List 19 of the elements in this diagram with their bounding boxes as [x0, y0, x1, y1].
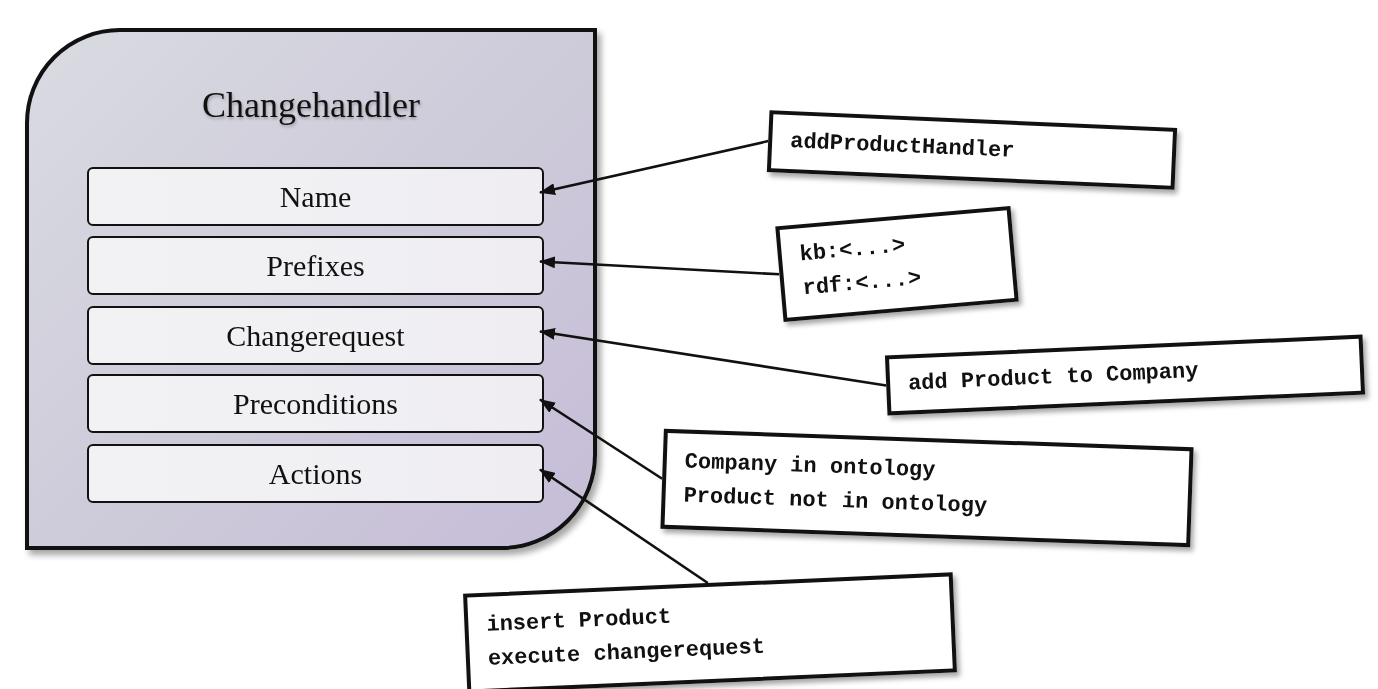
field-row: Prefixes — [87, 236, 544, 295]
note-box — [766, 110, 1178, 190]
note-box — [660, 428, 1194, 548]
code-text: Product not in ontology — [682, 482, 989, 522]
field-row: Changerequest — [87, 306, 544, 365]
arrow — [539, 398, 663, 480]
arrow — [539, 468, 709, 585]
field-row: Actions — [87, 444, 544, 503]
note-box — [884, 334, 1366, 416]
class-panel — [25, 28, 597, 550]
panel-title: Changehandler — [202, 85, 420, 125]
code-text: add Product to Company — [907, 357, 1200, 399]
field-row: Name — [87, 167, 544, 226]
code-text: addProductHandler — [789, 128, 1016, 166]
arrow — [539, 327, 887, 387]
arrow — [539, 139, 769, 196]
note-box — [463, 572, 957, 689]
field-row: Preconditions — [87, 374, 544, 433]
arrow — [539, 256, 780, 276]
